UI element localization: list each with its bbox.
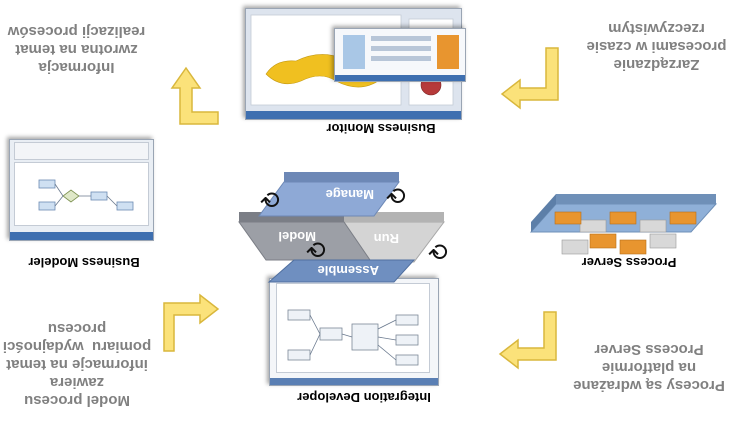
lifecycle-manage: Manage <box>325 187 374 202</box>
cycle-arrow-top-right-icon: ⟳ <box>305 235 326 262</box>
process-flow-sketch <box>38 179 134 211</box>
arrow-modeler-to-developer <box>163 293 220 352</box>
server-blocks <box>554 211 697 255</box>
label-integration-developer: Integration Developer <box>297 390 431 405</box>
business-modeler-screenshot <box>9 139 154 241</box>
note-deploy: Procesy są wdrażane na platformie Proces… <box>573 341 725 394</box>
label-business-modeler: Business Modeler <box>28 255 140 270</box>
label-process-server: Process Server <box>581 255 677 270</box>
arrow-monitor-to-modeler <box>170 66 219 125</box>
lifecycle-slabs <box>238 172 445 283</box>
label-business-monitor: Business Monitor <box>326 121 436 136</box>
lifecycle-run: Run <box>373 231 399 246</box>
bar-table-sketch <box>343 35 459 69</box>
process-server-graphic <box>529 194 718 255</box>
lifecycle-assemble: Assemble <box>317 263 379 278</box>
arrow-server-to-monitor <box>500 47 559 110</box>
cycle-arrow-bottom-right-icon: ⟳ <box>259 185 280 212</box>
business-monitor-screenshot-front <box>334 28 466 82</box>
integration-developer-screenshot <box>269 278 439 386</box>
assembly-diagram-sketch <box>287 309 419 366</box>
note-model-info: Model procesu zawiera informacje na tema… <box>2 320 152 409</box>
arrow-developer-to-server <box>498 311 557 370</box>
cycle-arrow-bottom-left-icon: ⟳ <box>385 181 406 208</box>
note-manage: Zarządzanie procesami w czasie rzeczywis… <box>586 20 727 73</box>
cycle-arrow-top-left-icon: ⟳ <box>427 237 448 264</box>
note-feedback: Informacja zwrotna na temat realizacji p… <box>7 23 146 76</box>
